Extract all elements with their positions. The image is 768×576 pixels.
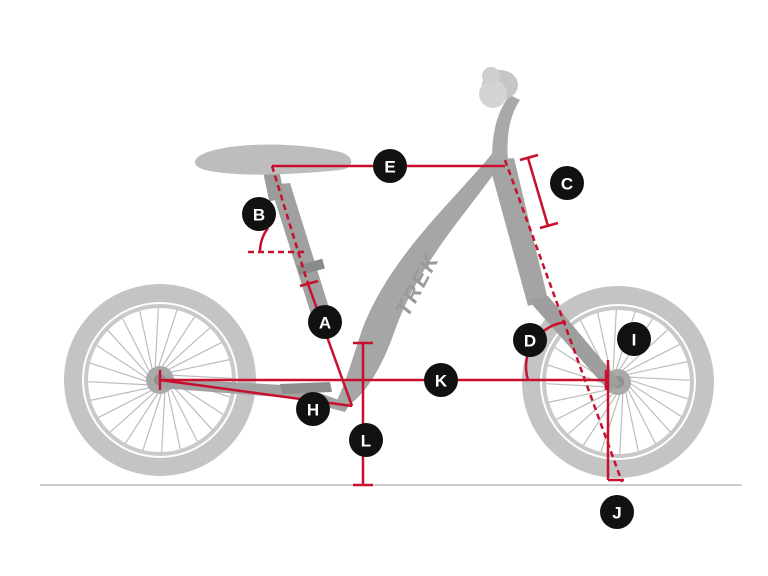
wheel-spoke (548, 388, 612, 403)
wheel-spoke (98, 388, 156, 418)
badge-b: B (242, 197, 276, 231)
wheel-spoke (169, 382, 213, 431)
fork (528, 296, 622, 390)
dimension-b-arc (258, 227, 270, 253)
wheel-spoke (622, 344, 680, 374)
bike-illustration: TREK (64, 67, 714, 478)
wheel-spoke (627, 384, 671, 433)
dimension-c-line (526, 157, 550, 227)
wheel-spoke (156, 309, 178, 371)
wheel-spoke (556, 390, 614, 420)
dimension-a-line (306, 283, 354, 407)
wheel-spoke (159, 316, 196, 371)
wheel-spoke (162, 327, 211, 371)
wheel-spoke (600, 391, 622, 453)
badge-c: C (550, 166, 584, 200)
badge-k: K (424, 363, 458, 397)
wheel-spoke (154, 307, 159, 372)
svg-text:C: C (561, 175, 573, 194)
handlebar-grip (479, 67, 518, 108)
svg-text:J: J (612, 504, 621, 523)
wheel-spoke (626, 386, 656, 444)
seat-clamp (297, 258, 325, 276)
svg-text:D: D (524, 332, 536, 351)
svg-text:A: A (319, 314, 331, 333)
svg-text:I: I (632, 331, 637, 350)
frame-main-tube (336, 150, 505, 404)
wheel-spoke (168, 374, 233, 379)
wheel-spoke (545, 383, 610, 388)
dimension-lines (158, 153, 624, 487)
wheel-spoke (166, 386, 181, 450)
wheel-spoke (624, 388, 639, 452)
badge-d: D (513, 323, 547, 357)
svg-text:E: E (384, 158, 395, 177)
wheel-spoke (547, 364, 609, 386)
wheel-spoke (122, 318, 152, 376)
svg-text:L: L (361, 432, 371, 451)
stem (492, 95, 520, 160)
steering-axis (503, 159, 624, 483)
seat-tube-axis (270, 165, 310, 285)
wheel-spoke (612, 309, 617, 374)
footrest (280, 382, 332, 394)
svg-text:H: H (307, 401, 319, 420)
wheel-spoke (87, 381, 152, 386)
wheel-spoke (109, 389, 158, 433)
wheel-spoke (627, 378, 689, 400)
wheel-spoke (139, 310, 154, 374)
badge-e: E (373, 149, 407, 183)
head-tube (488, 158, 548, 306)
wheel-spoke (168, 384, 198, 442)
wheel-spoke (626, 376, 691, 381)
badge-l: L (349, 423, 383, 457)
svg-text:K: K (435, 372, 448, 391)
wheel-spoke (161, 388, 166, 453)
wheel-spoke (124, 389, 161, 444)
wheel-spoke (107, 329, 151, 378)
svg-text:B: B (253, 206, 265, 225)
wheel-spoke (166, 359, 230, 374)
badge-h: H (296, 392, 330, 426)
wheel-spoke (624, 361, 688, 376)
wheel-spoke (96, 344, 151, 381)
wheel-spoke (582, 391, 619, 446)
badge-a: A (308, 305, 342, 339)
wheel-spoke (89, 362, 151, 384)
wheel-spoke (619, 390, 624, 455)
seat-tube (270, 183, 336, 336)
wheel-spoke (164, 342, 222, 372)
wheel-spoke (627, 381, 682, 418)
wheel-spoke (90, 386, 154, 401)
dimension-badges: A B C D E H I J (242, 149, 651, 529)
badge-i: I (617, 322, 651, 356)
badge-j: J (600, 495, 634, 529)
wheel-spoke (142, 389, 164, 451)
